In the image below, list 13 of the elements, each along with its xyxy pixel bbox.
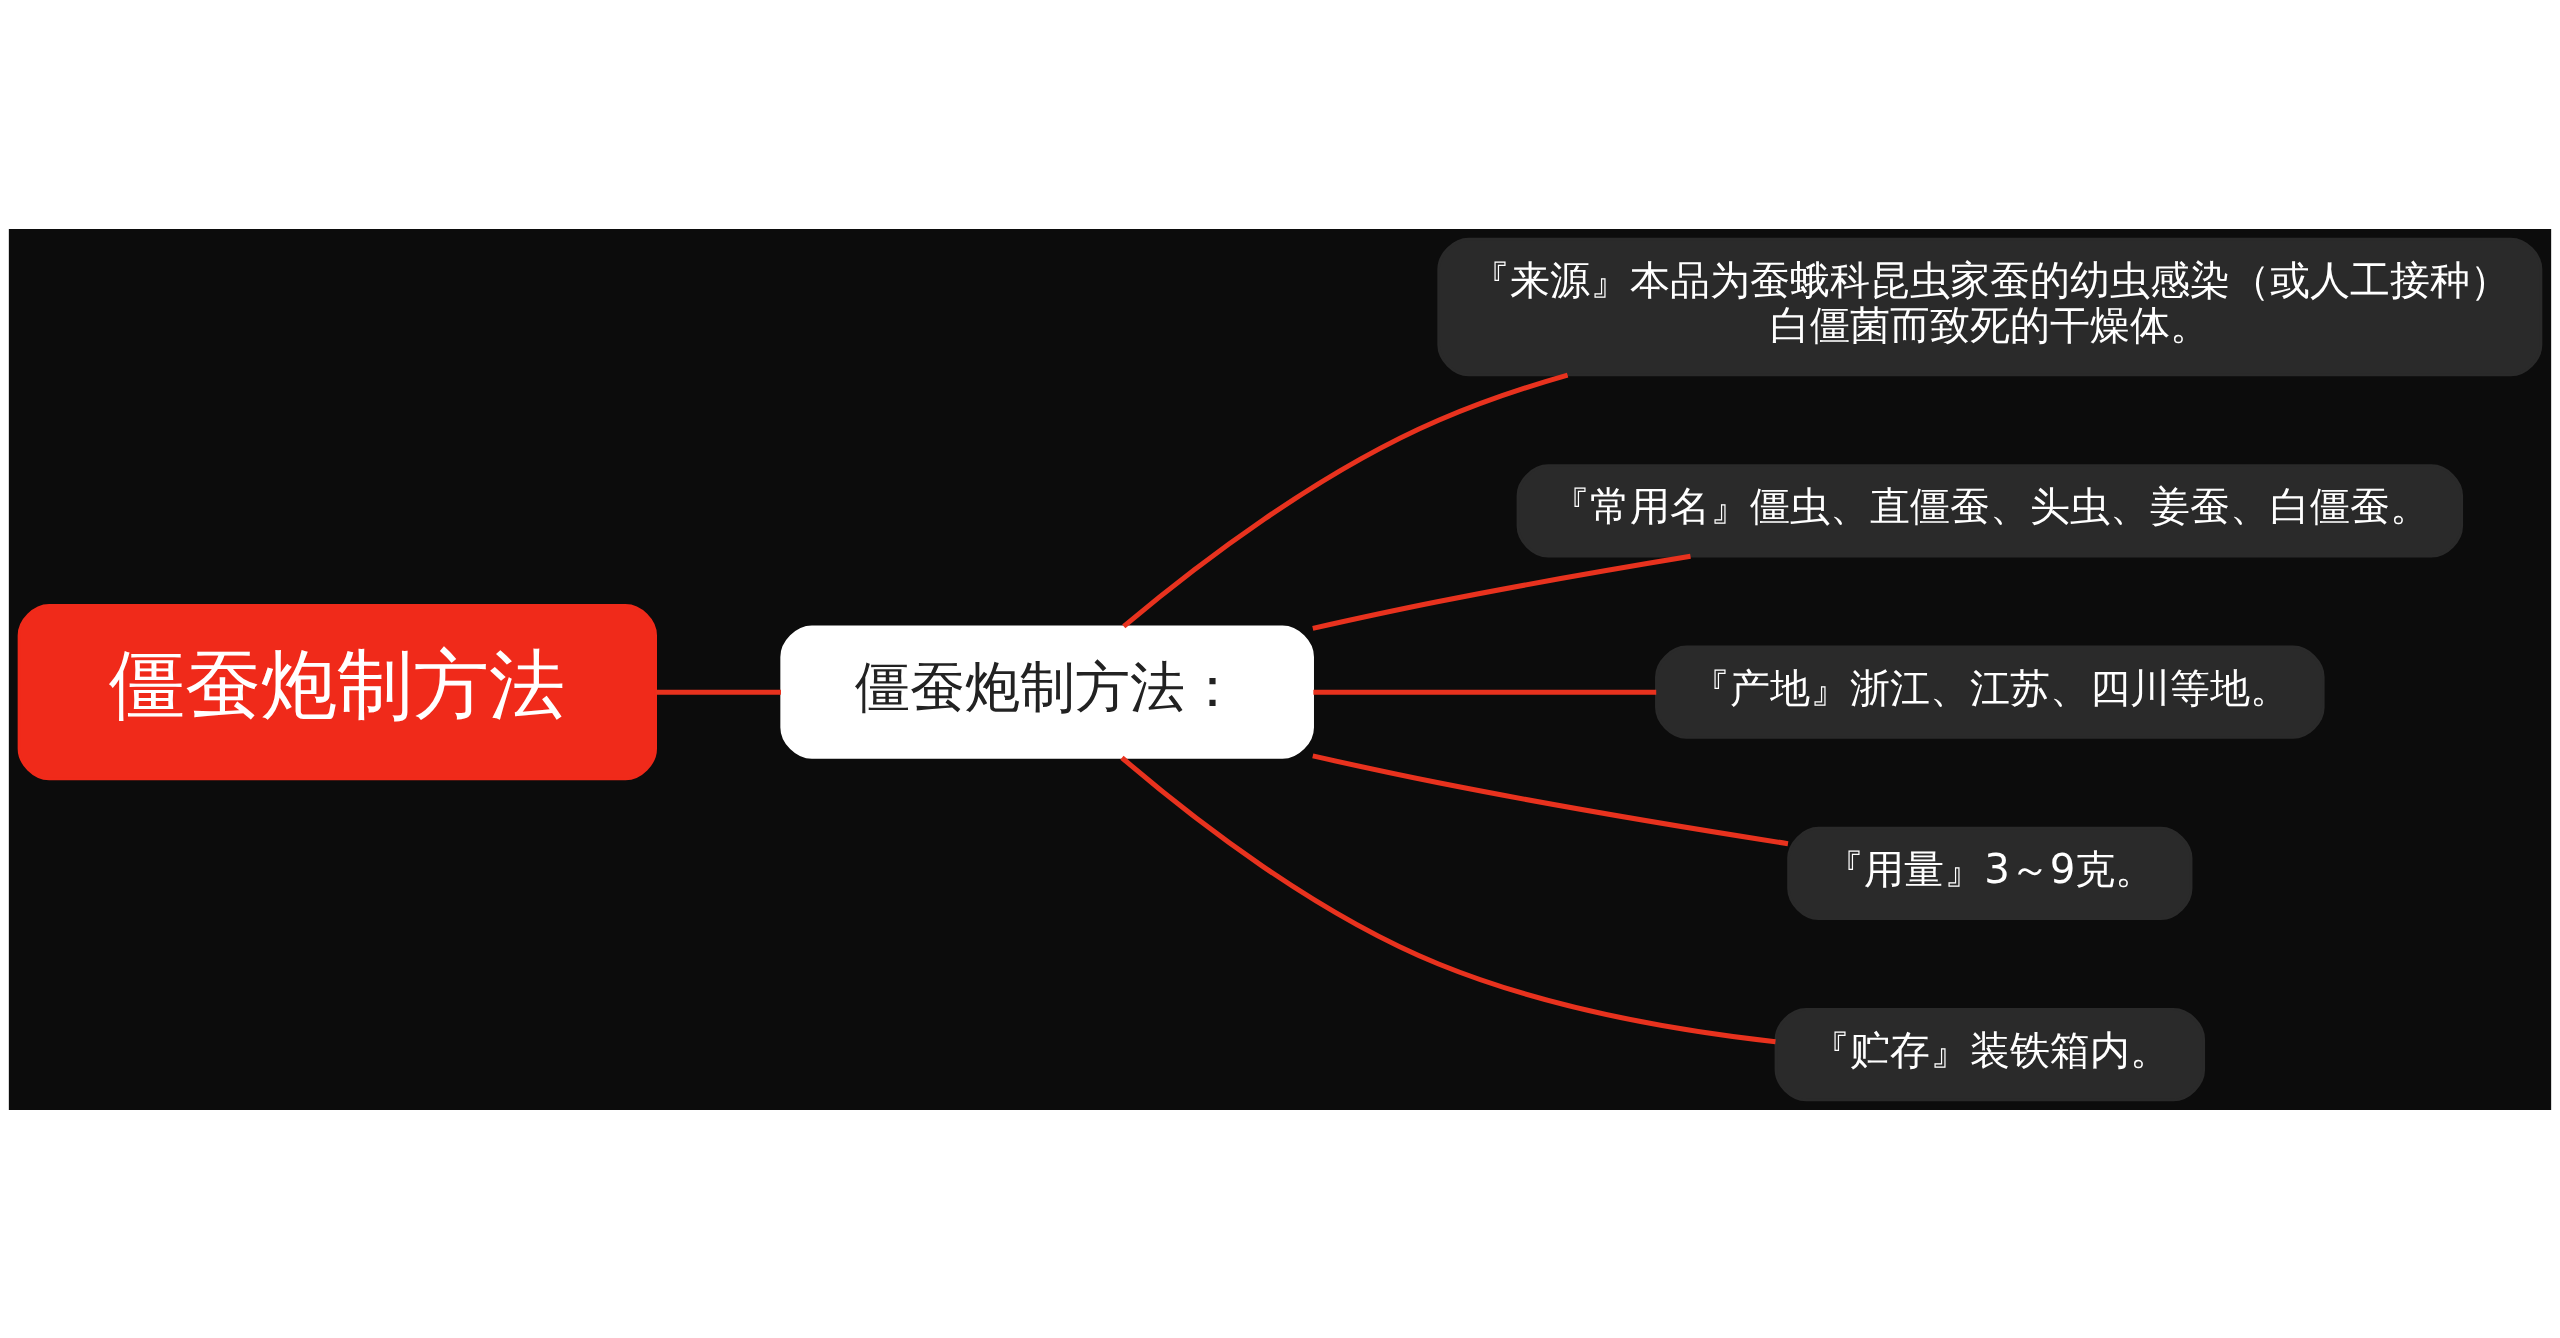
connector bbox=[1120, 755, 1776, 1044]
node-box: 『产地』浙江、江苏、四川等地。 bbox=[1655, 645, 2325, 739]
node-box: 僵蚕炮制方法 bbox=[17, 603, 657, 780]
node-box: 『用量』3～9克。 bbox=[1787, 826, 2193, 920]
node-box: 僵蚕炮制方法： bbox=[780, 624, 1314, 759]
node-box: 『贮存』装铁箱内。 bbox=[1774, 1007, 2206, 1101]
connector bbox=[1312, 752, 1789, 846]
node-box: 『来源』本品为蚕蛾科昆虫家蚕的幼虫感染（或人工接种）白僵菌而致死的干燥体。 bbox=[1437, 237, 2543, 376]
node-box: 『常用名』僵虫、直僵蚕、头虫、姜蚕、白僵蚕。 bbox=[1516, 463, 2464, 557]
connector bbox=[656, 689, 781, 695]
connector bbox=[1312, 553, 1691, 631]
connector bbox=[1122, 372, 1569, 628]
connector bbox=[1313, 689, 1657, 695]
